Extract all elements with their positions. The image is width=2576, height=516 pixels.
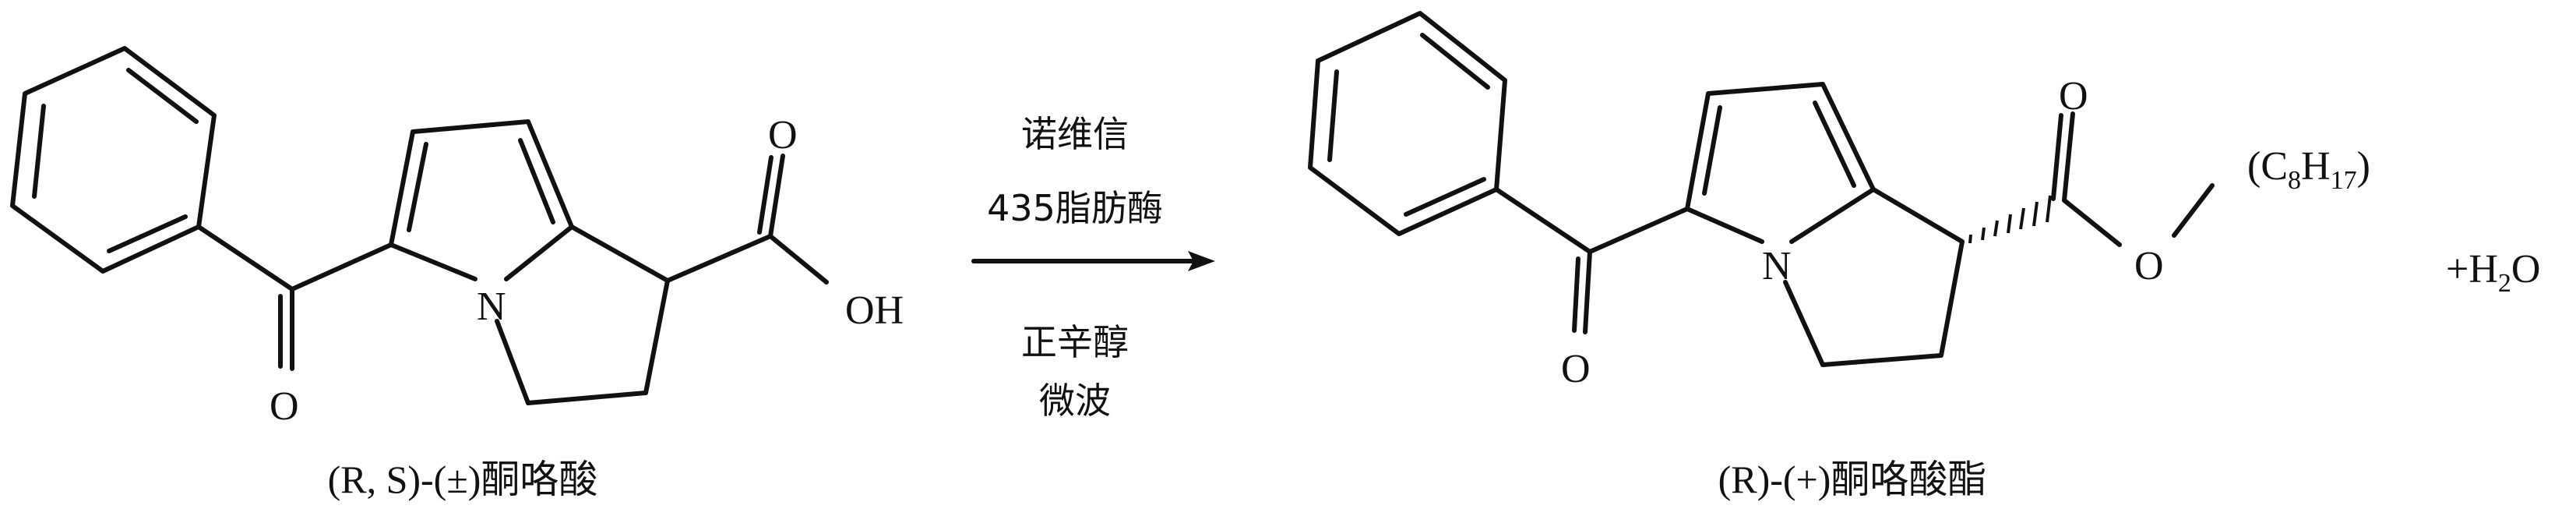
reaction-arrow-group: 诺维信 435脂肪酶 正辛醇 微波 (971, 113, 1215, 422)
catalyst-line-2: 435脂肪酶 (987, 187, 1163, 229)
benzene-ring (10, 46, 217, 274)
hydroxyl-label: OH (845, 288, 904, 333)
catalyst-line-1: 诺维信 (1021, 113, 1129, 155)
arrow-head-icon (1188, 251, 1215, 271)
nitrogen-label: N (1762, 244, 1792, 288)
nitrogen-label: N (477, 285, 506, 329)
water-byproduct-label: +H2O (2446, 247, 2540, 298)
carbonyl-oxygen-label: O (2059, 74, 2088, 118)
method-label: 微波 (1039, 380, 1111, 422)
product-name: (R)-(+)酮咯酸酯 (1718, 458, 1987, 501)
ketone-oxygen-label: O (1561, 347, 1591, 391)
benzene-ring (1308, 11, 1507, 236)
hashed-wedge-bond (1968, 195, 2052, 244)
reactant-name: (R, S)-(±)酮咯酸 (328, 458, 598, 501)
solvent-label: 正辛醇 (1021, 321, 1129, 363)
product-structure: O N O O (C8H17) (R)-(+)酮咯酸酯 (1308, 11, 2370, 501)
ketone-oxygen-label: O (270, 384, 299, 429)
ester-oxygen-label: O (2134, 244, 2164, 288)
acid-oxygen-label: O (768, 113, 798, 157)
bond (196, 224, 294, 292)
pyrrolizine-ring (1685, 82, 1965, 367)
pyrrolizine-ring (389, 119, 670, 405)
octyl-group-label: (C8H17) (2247, 144, 2370, 195)
reactant-structure: O N O OH (R, S)-(±)酮咯酸 (10, 46, 904, 501)
